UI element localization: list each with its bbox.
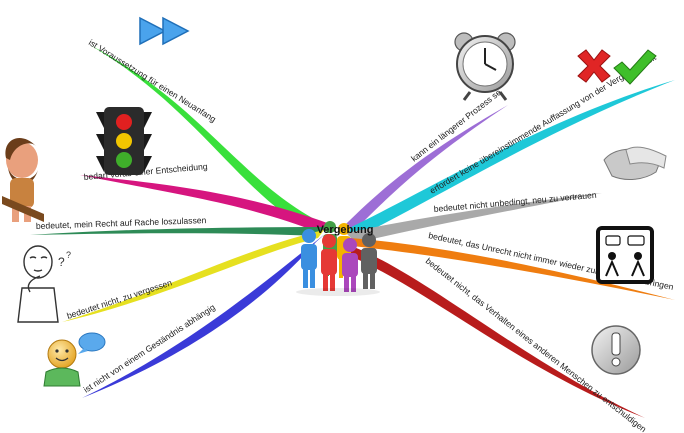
handshake-icon [603, 146, 667, 180]
branch-label-vertrauen: bedeutet nicht unbedingt, neu zu vertrau… [433, 190, 597, 214]
alarm-clock-icon [454, 32, 516, 101]
cross-check-icon [577, 49, 657, 85]
branch-label-rache: bedeutet, mein Recht auf Rache loszulass… [36, 215, 207, 231]
conversation-icon [596, 226, 654, 284]
exclamation-icon [591, 325, 641, 375]
branch-line-vergangenheit [345, 80, 675, 238]
branch-line-neuanfang [90, 45, 333, 233]
caveman-icon [2, 137, 44, 222]
branch-line-entschuldigen [340, 244, 645, 418]
svg-text:?: ? [58, 255, 65, 269]
center-people-icon [296, 221, 380, 296]
svg-text:?: ? [66, 250, 71, 260]
traffic-light-icon [96, 107, 152, 175]
thinking-man-icon: ? ? [17, 245, 71, 323]
center-topic-title: Vergebung [317, 224, 374, 236]
branch-line-vergessen [62, 230, 324, 322]
branch-line-rache [30, 227, 325, 236]
branch-line-prozess [342, 105, 508, 233]
chat-person-icon [43, 332, 106, 387]
branch-label-vergessen: bedeutet nicht, zu vergessen [66, 277, 174, 321]
branch-line-sprache [350, 238, 675, 300]
branch-line-vertrauen [346, 193, 602, 243]
branch-lines [30, 45, 675, 418]
fast-forward-icon [139, 16, 190, 46]
